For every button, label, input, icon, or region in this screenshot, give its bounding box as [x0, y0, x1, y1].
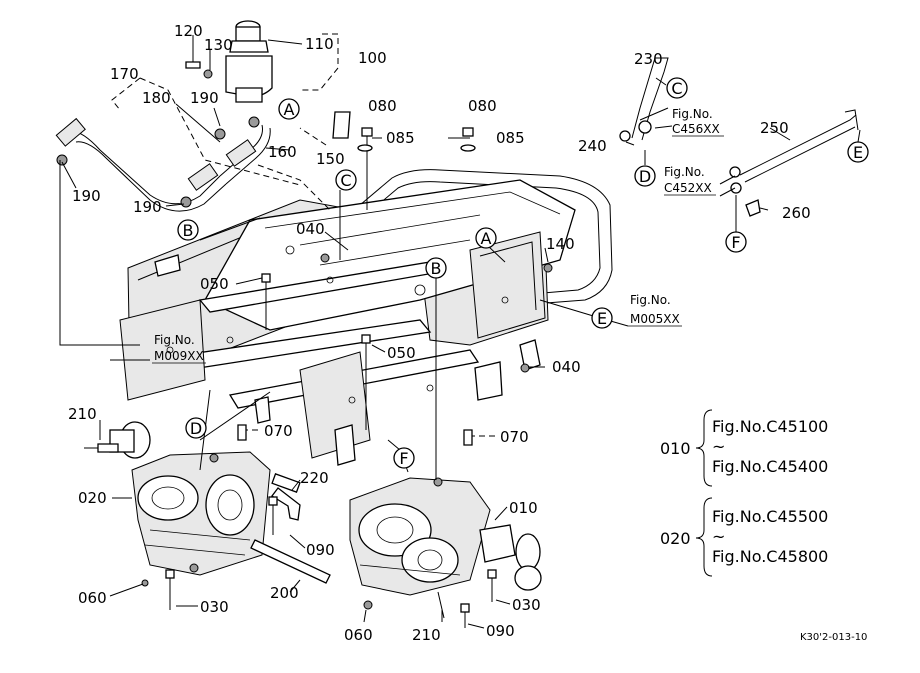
callout-080-left: 080 — [368, 97, 397, 115]
callout-100: 100 — [358, 49, 387, 67]
marker-letter-e1: E — [597, 309, 607, 328]
fig-ref-c456-label: Fig.No. — [672, 107, 713, 121]
marker-letter-b1: B — [183, 221, 194, 240]
control-linkage — [619, 57, 859, 217]
marker-circle-c2 — [666, 77, 688, 99]
marker-circle-d2 — [634, 165, 656, 187]
range-020-to: Fig.No.C45800 — [712, 547, 828, 566]
marker-circle-e1 — [591, 307, 613, 329]
marker-letter-b2: B — [431, 259, 442, 278]
callout-120: 120 — [174, 22, 203, 40]
callout-150: 150 — [316, 150, 345, 168]
fig-ref-m005-label: Fig.No. — [630, 293, 671, 307]
callout-220: 220 — [300, 469, 329, 487]
range-010-from: Fig.No.C45100 — [712, 417, 828, 436]
marker-letter-f1: F — [399, 449, 408, 468]
figure-references: Fig.No. C456XX Fig.No. C452XX Fig.No. M0… — [152, 107, 724, 364]
range-code-010: 010 — [660, 439, 691, 458]
callout-190-left: 190 — [72, 187, 101, 205]
callout-190-mid: 190 — [133, 198, 162, 216]
marker-circle-f1 — [393, 447, 415, 469]
range-010-to: Fig.No.C45400 — [712, 457, 828, 476]
drawing-code: K30'2-013-10 — [800, 632, 867, 643]
marker-circle-b1 — [177, 219, 199, 241]
marker-letter-c1: C — [340, 171, 351, 190]
callout-260: 260 — [782, 204, 811, 222]
marker-letter-c2: C — [671, 79, 682, 98]
range-010-tilde: ~ — [712, 437, 725, 456]
callout-085-left: 085 — [386, 129, 415, 147]
range-code-020: 020 — [660, 529, 691, 548]
fig-ref-c452-label: Fig.No. — [664, 165, 705, 179]
callout-050-mid: 050 — [387, 344, 416, 362]
shafts-and-bolts — [84, 111, 553, 628]
callout-130: 130 — [204, 36, 233, 54]
callout-180: 180 — [142, 89, 171, 107]
callout-160: 160 — [268, 143, 297, 161]
callout-230: 230 — [634, 50, 663, 68]
callout-170: 170 — [110, 65, 139, 83]
callout-240: 240 — [578, 137, 607, 155]
marker-circle-a1 — [278, 98, 300, 120]
callout-210-bottom: 210 — [412, 626, 441, 644]
oil-reservoir-assembly — [185, 20, 273, 103]
callout-040-right: 040 — [552, 358, 581, 376]
marker-letter-e2: E — [853, 143, 863, 162]
leader-lines — [59, 33, 861, 629]
callout-140: 140 — [546, 235, 575, 253]
callout-060-left: 060 — [78, 589, 107, 607]
marker-letter-d2: D — [639, 167, 651, 186]
reference-markers: A A B B C C D D E E F F — [177, 77, 869, 469]
hydraulic-hoses — [55, 116, 271, 212]
range-020-tilde: ~ — [712, 527, 725, 546]
marker-circle-e2 — [847, 141, 869, 163]
callout-090-mid: 090 — [306, 541, 335, 559]
callout-030-left: 030 — [200, 598, 229, 616]
callout-040-top: 040 — [296, 220, 325, 238]
marker-circle-f2 — [725, 231, 747, 253]
callout-030-right: 030 — [512, 596, 541, 614]
transmission-left — [109, 421, 271, 576]
fig-ref-c452-number: C452XX — [664, 181, 712, 195]
variant-range-table: 010 Fig.No.C45100 ~ Fig.No.C45400 020 Fi… — [660, 417, 828, 566]
callout-190-top: 190 — [190, 89, 219, 107]
transmission-right — [349, 477, 542, 596]
callout-080-right: 080 — [468, 97, 497, 115]
fig-ref-c456-number: C456XX — [672, 122, 720, 136]
marker-letter-d1: D — [190, 419, 202, 438]
callout-085-right: 085 — [496, 129, 525, 147]
fig-ref-m005-number: M005XX — [630, 312, 680, 326]
callout-020: 020 — [78, 489, 107, 507]
part-callouts: 110 120 130 100 170 180 190 160 190 190 … — [68, 22, 811, 644]
marker-circle-c1 — [335, 169, 357, 191]
marker-circle-b2 — [425, 257, 447, 279]
callout-060-bottom: 060 — [344, 626, 373, 644]
marker-circle-d1 — [185, 417, 207, 439]
callout-070-right: 070 — [500, 428, 529, 446]
fig-ref-m009-label: Fig.No. — [154, 333, 195, 347]
callout-110: 110 — [305, 35, 334, 53]
callout-210-left: 210 — [68, 405, 97, 423]
callout-070-left: 070 — [264, 422, 293, 440]
callout-250: 250 — [760, 119, 789, 137]
range-020-from: Fig.No.C45500 — [712, 507, 828, 526]
callout-090-bottom: 090 — [486, 622, 515, 640]
marker-letter-a2: A — [481, 229, 492, 248]
marker-circle-a2 — [475, 227, 497, 249]
marker-letter-f2: F — [731, 233, 740, 252]
fig-ref-m009-number: M009XX — [154, 349, 204, 363]
callout-010: 010 — [509, 499, 538, 517]
main-frame — [119, 169, 613, 466]
callout-200: 200 — [270, 584, 299, 602]
callout-050-top: 050 — [200, 275, 229, 293]
marker-letter-a1: A — [284, 100, 295, 119]
